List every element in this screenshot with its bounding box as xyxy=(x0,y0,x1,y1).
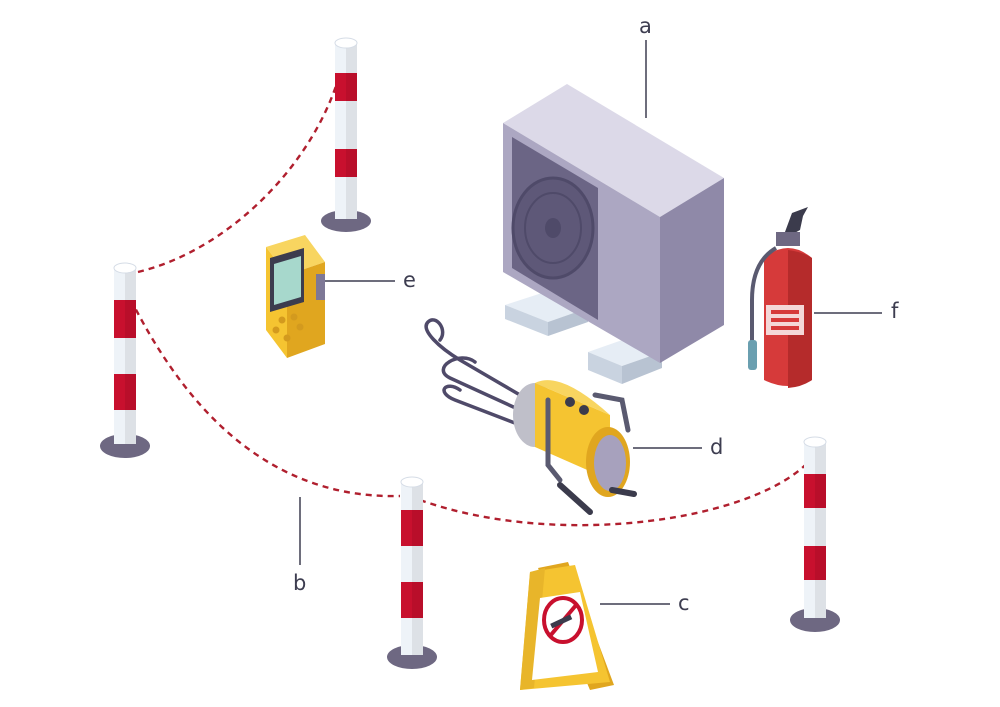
fan-grill-icon xyxy=(511,176,595,280)
barrier-post-right xyxy=(790,436,840,632)
label-d: d xyxy=(710,435,724,459)
label-e: e xyxy=(403,268,416,292)
label-a: a xyxy=(639,14,652,38)
chain-segment-left xyxy=(124,289,401,498)
no-smoking-icon xyxy=(542,596,584,644)
barrier-chain xyxy=(124,61,813,527)
heat-waves-icon xyxy=(424,318,522,427)
heat-pump-unit xyxy=(503,84,724,384)
barrier-post-back xyxy=(321,37,371,232)
gas-detector xyxy=(266,235,325,358)
no-smoking-sign xyxy=(520,562,614,690)
label-b: b xyxy=(293,571,307,595)
portable-heater xyxy=(424,318,637,515)
leader-lines xyxy=(299,40,882,605)
label-f: f xyxy=(891,299,899,323)
fire-extinguisher xyxy=(748,207,812,388)
chain-segment-back xyxy=(137,61,345,274)
barrier-post-center xyxy=(387,476,437,669)
barrier-post-left xyxy=(100,262,150,458)
detector-buttons xyxy=(272,313,304,342)
chain-segment-right xyxy=(419,457,813,527)
label-c: c xyxy=(678,591,690,615)
